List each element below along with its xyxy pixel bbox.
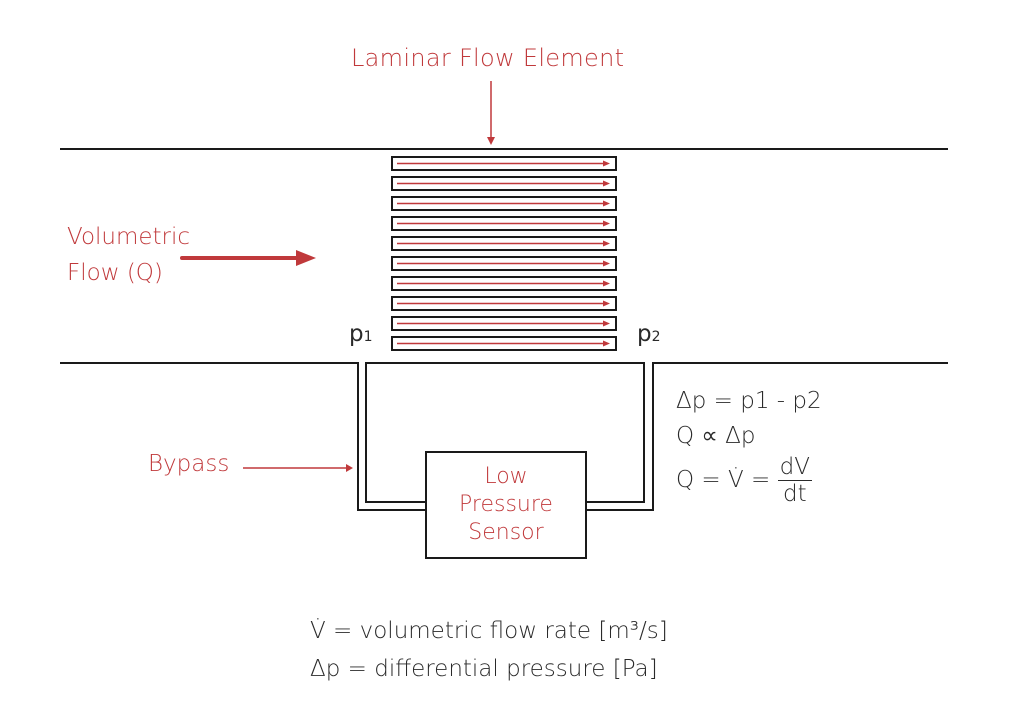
- laminar-channel: [391, 196, 617, 211]
- channel-arrowhead: [603, 300, 610, 307]
- laminar-flow-element-title: Laminar Flow Element: [351, 44, 625, 72]
- p1-subscript: 1: [363, 329, 373, 345]
- channel-arrowhead: [603, 180, 610, 187]
- p2-subscript: 2: [651, 329, 661, 345]
- laminar-channels: [391, 156, 617, 351]
- equation-proportionality: Q ∝ Δp: [676, 423, 756, 449]
- laminar-channel: [391, 336, 617, 351]
- channel-arrowhead: [603, 320, 610, 327]
- derivative-fraction: dV dt: [777, 454, 812, 507]
- legend-flow-rate: V̇ = volumetric flow rate [m³/s]: [310, 618, 668, 644]
- channel-arrowhead: [603, 240, 610, 247]
- volumetric-flow-label: Volumetric Flow (Q): [67, 219, 190, 291]
- p2-label: p2: [637, 321, 661, 347]
- bypass-label: Bypass: [148, 451, 230, 477]
- channel-arrowhead: [603, 160, 610, 167]
- fraction-numerator: dV: [777, 454, 812, 481]
- title-pointer-arrow: [487, 81, 495, 145]
- p2-symbol: p: [637, 321, 652, 347]
- legend-differential-pressure: Δp = differential pressure [Pa]: [310, 656, 658, 682]
- volumetric-flow-line2: Flow (Q): [67, 260, 163, 286]
- laminar-channel: [391, 236, 617, 251]
- equation-differential-pressure: Δp = p1 - p2: [676, 388, 822, 414]
- p1-label: p1: [349, 321, 373, 347]
- laminar-channel: [391, 216, 617, 231]
- inflow-arrow: [180, 250, 316, 266]
- equation-flow-rate-prefix: Q = V̇ =: [676, 467, 771, 493]
- channel-arrowhead: [603, 200, 610, 207]
- p1-symbol: p: [349, 321, 364, 347]
- laminar-channel: [391, 296, 617, 311]
- legend: V̇ = volumetric flow rate [m³/s] Δp = di…: [310, 612, 668, 688]
- channel-arrowhead: [603, 280, 610, 287]
- bypass-inner-wall: [365, 362, 645, 503]
- channel-arrowhead: [603, 340, 610, 347]
- equation-flow-rate: Q = V̇ = dV dt: [676, 454, 822, 507]
- equations: Δp = p1 - p2 Q ∝ Δp Q = V̇ = dV dt: [676, 384, 822, 507]
- laminar-channel: [391, 276, 617, 291]
- laminar-channel: [391, 256, 617, 271]
- channel-arrowhead: [603, 260, 610, 267]
- fraction-denominator: dt: [783, 481, 807, 507]
- sensor-line1: Low: [484, 464, 528, 489]
- laminar-channel: [391, 316, 617, 331]
- volumetric-flow-line1: Volumetric: [67, 224, 191, 250]
- channel-arrowhead: [603, 220, 610, 227]
- sensor-line2: Pressure: [459, 492, 553, 517]
- laminar-channel: [391, 176, 617, 191]
- low-pressure-sensor-label: Low Pressure Sensor: [426, 452, 586, 558]
- sensor-line3: Sensor: [468, 520, 544, 545]
- bypass-pointer-arrow: [243, 464, 353, 472]
- laminar-channel: [391, 156, 617, 171]
- pipe-bottom-wall: [60, 362, 948, 511]
- sensor-box: [425, 451, 587, 559]
